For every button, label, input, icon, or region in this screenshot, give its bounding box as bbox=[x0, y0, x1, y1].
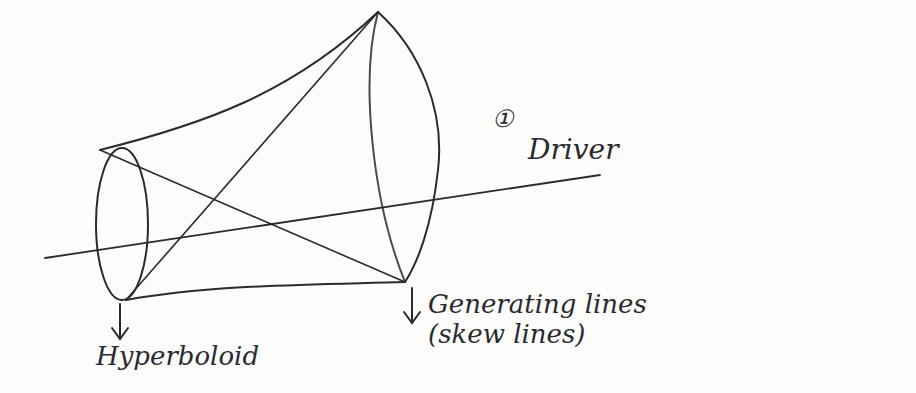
part-label: Hyperboloid bbox=[96, 342, 316, 372]
profile-line bbox=[126, 282, 405, 300]
callout-number: ① bbox=[492, 106, 552, 134]
part-label: Generating lines (skew lines) bbox=[428, 290, 728, 350]
end-rim bbox=[370, 12, 405, 282]
generating-line bbox=[100, 150, 405, 282]
leader-arrow bbox=[112, 304, 128, 339]
generating-line bbox=[126, 12, 378, 300]
end-ellipse bbox=[96, 148, 148, 300]
profile-line bbox=[100, 12, 378, 150]
end-rim bbox=[378, 12, 439, 282]
leader-arrow bbox=[404, 288, 420, 323]
part-label: Driver bbox=[528, 134, 668, 166]
axis-line bbox=[45, 175, 600, 258]
